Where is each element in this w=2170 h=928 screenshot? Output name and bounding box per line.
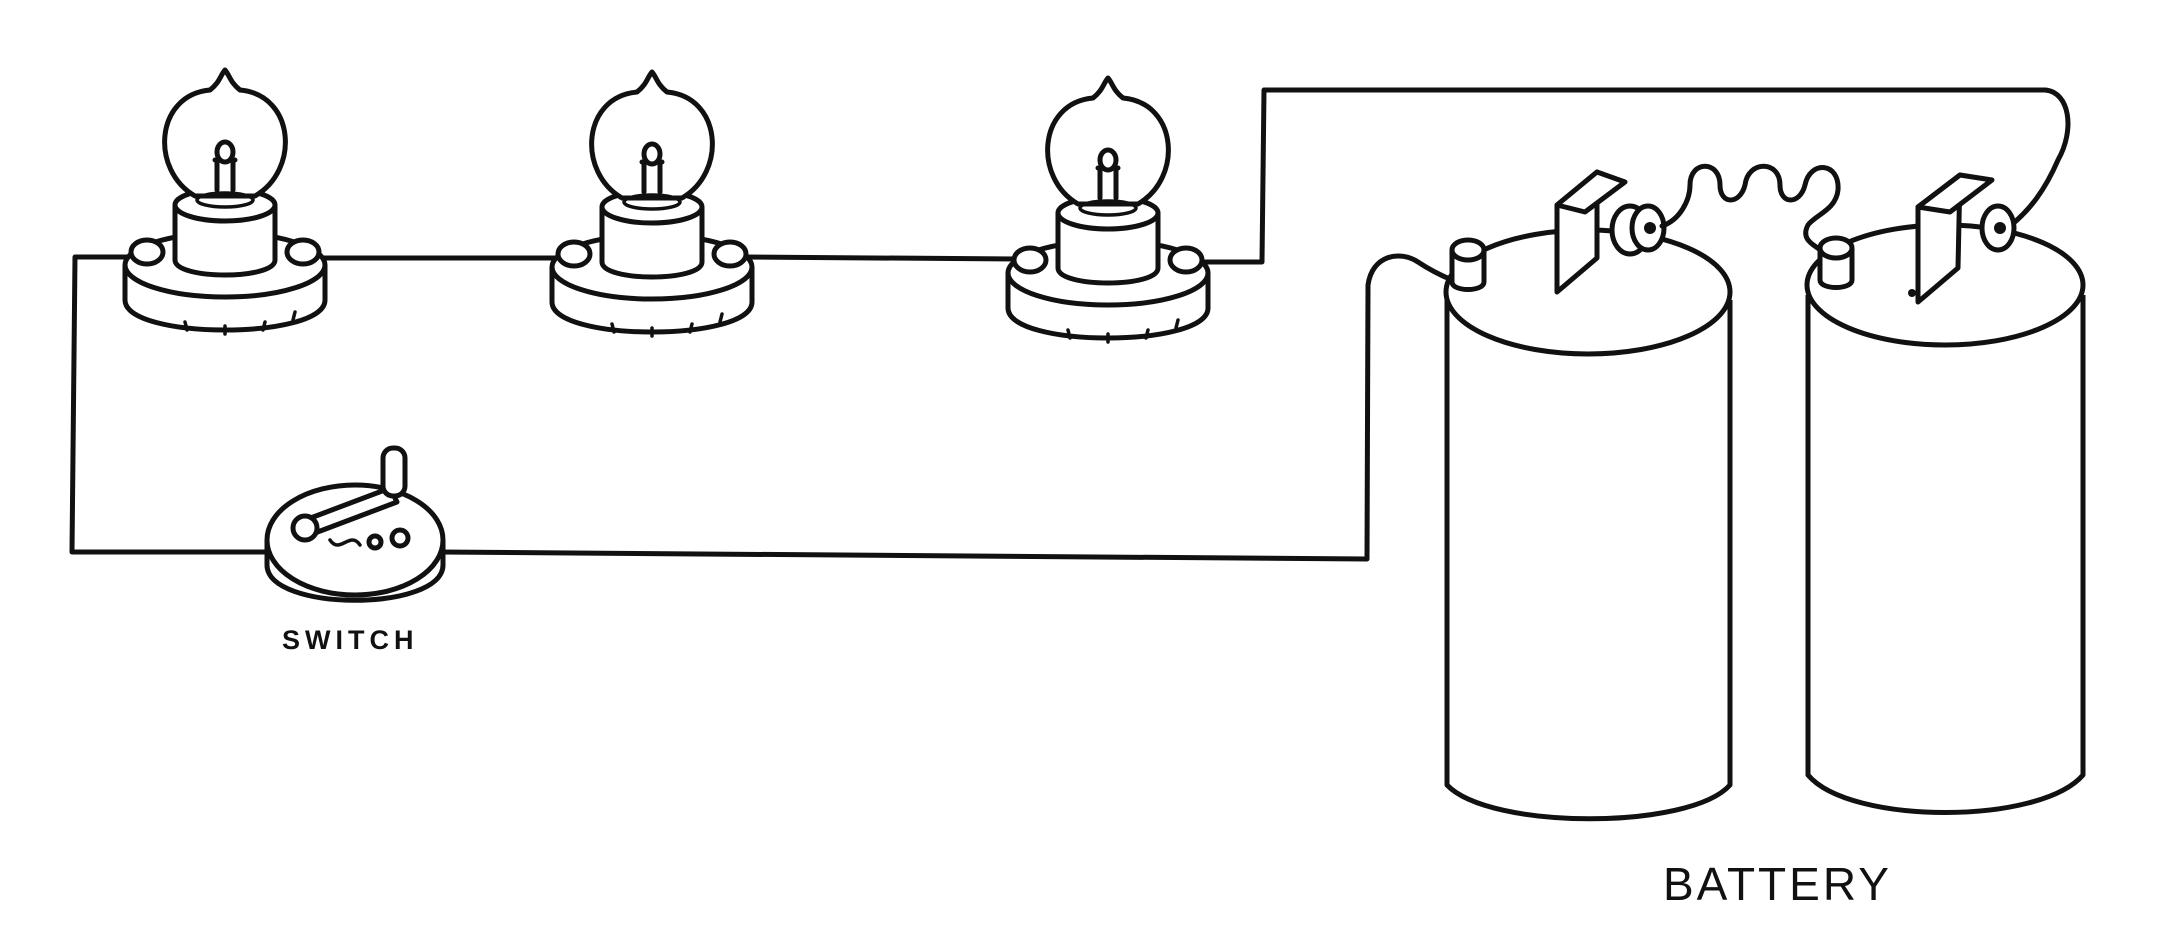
battery-cell-left bbox=[1443, 169, 1733, 822]
lamp-2 bbox=[549, 69, 755, 338]
bulb-glass bbox=[589, 69, 715, 201]
switch-label: SWITCH bbox=[282, 625, 418, 655]
wire-switch-to-battery bbox=[437, 253, 1455, 562]
lamp-3 bbox=[1005, 75, 1211, 344]
bulb-glass bbox=[162, 67, 288, 199]
coil-connector-wire bbox=[1659, 163, 1841, 253]
switch bbox=[264, 445, 446, 603]
wire-lamp2-to-lamp3 bbox=[739, 254, 1023, 262]
wire-lamp3-to-battery bbox=[1202, 87, 2071, 265]
lamp-terminal-right bbox=[1167, 245, 1205, 275]
lamp-terminal-left bbox=[1011, 245, 1049, 275]
circuit-wires bbox=[69, 87, 2071, 562]
battery-cell-right bbox=[1804, 172, 2086, 815]
lamp-terminal-left bbox=[555, 239, 593, 269]
bulb-glass bbox=[1045, 75, 1171, 207]
lamp-terminal-right bbox=[284, 237, 322, 267]
lamp-terminal-left bbox=[128, 237, 166, 267]
lamp-1 bbox=[122, 67, 328, 336]
wire-left-loop bbox=[69, 254, 271, 555]
battery-label: BATTERY bbox=[1663, 858, 1892, 910]
lamp-terminal-right bbox=[711, 239, 749, 269]
